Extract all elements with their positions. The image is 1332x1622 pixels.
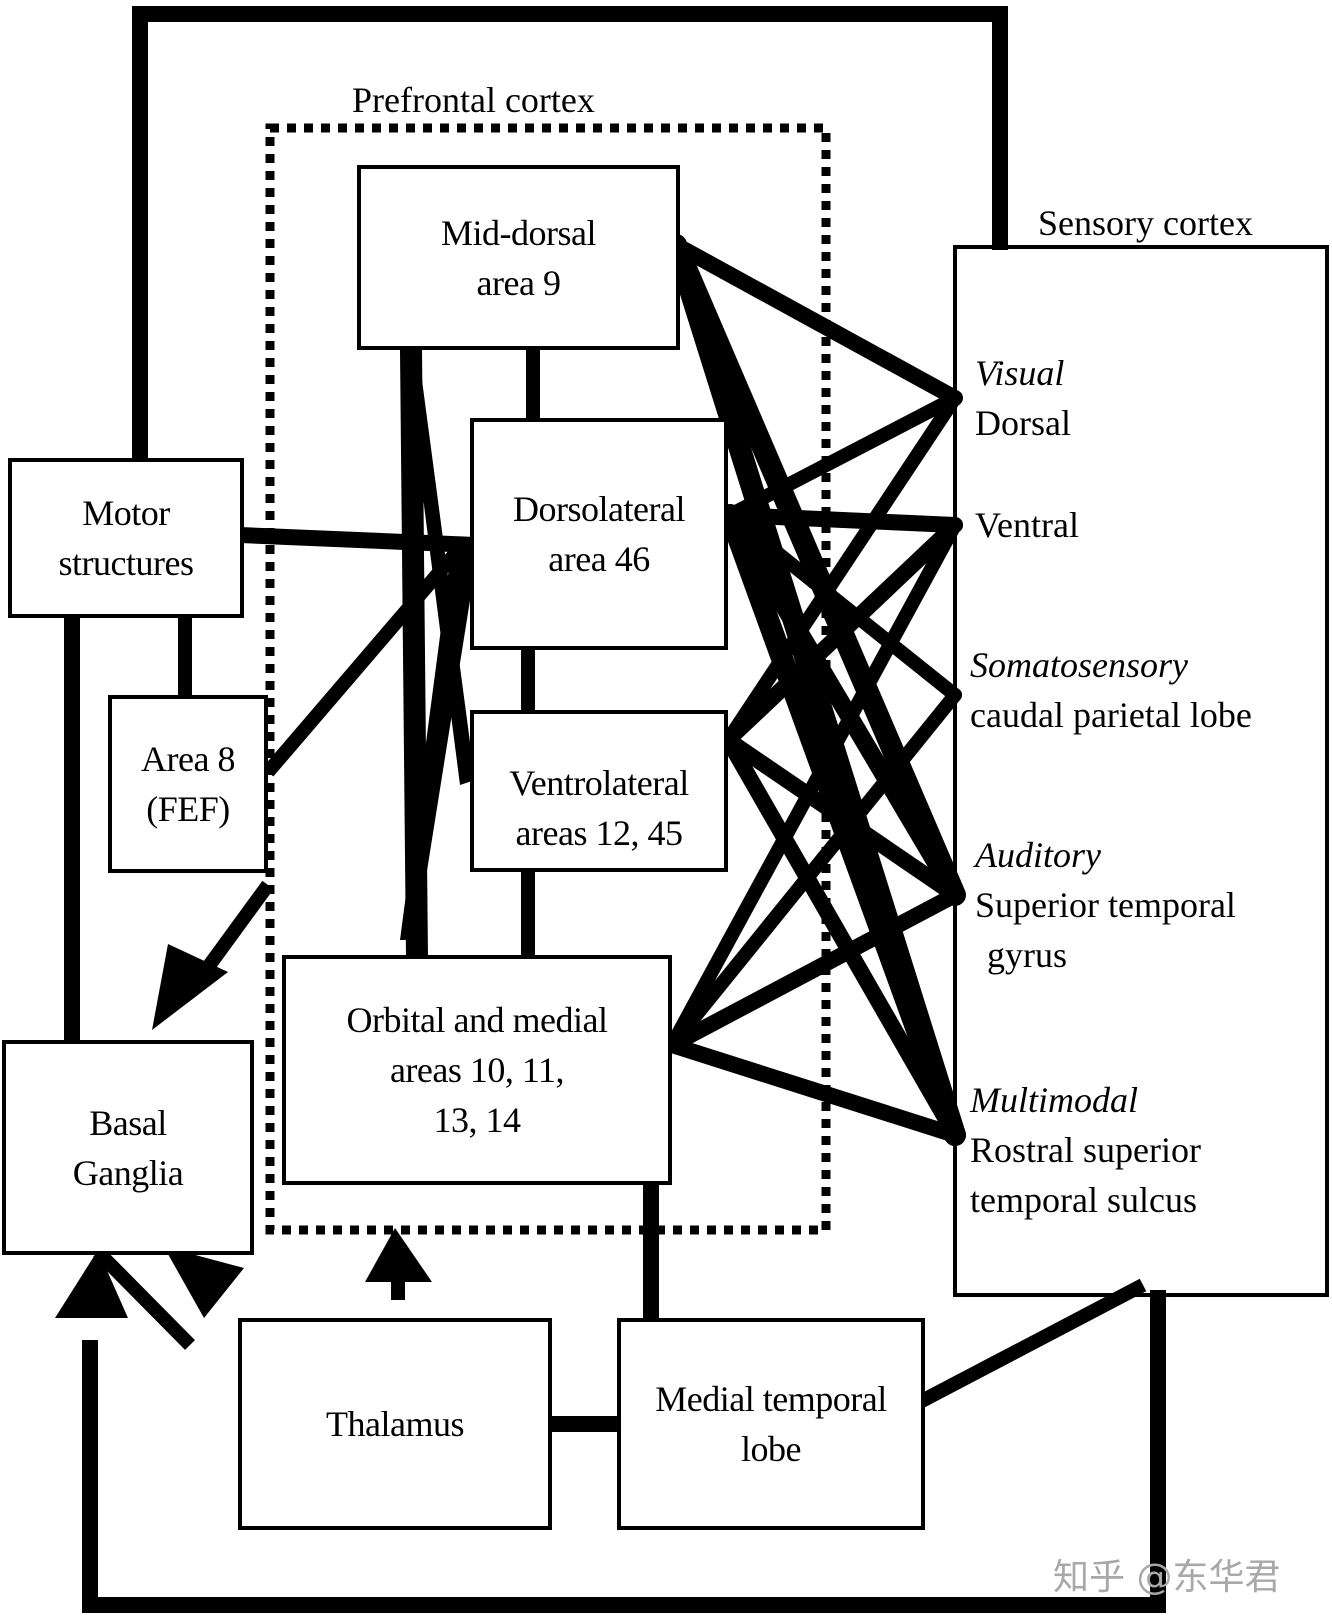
mid-dorsal-line-2: area 9 [476, 262, 561, 303]
connection-vl-dorsal [721, 391, 962, 747]
medial-temporal-sensory-line [914, 1278, 1147, 1410]
basal-thalamus-arrowhead-tip [166, 1220, 243, 1268]
multimodal-modality-label: Multimodal [970, 1080, 1138, 1120]
sensory-somatosensory: Somatosensory caudal parietal lobe [970, 640, 1252, 740]
connection-orb-multi [664, 1037, 963, 1143]
connection-orb-ventral [665, 518, 962, 1052]
sensory-cortex-label: Sensory cortex [1038, 203, 1253, 243]
sensory-multimodal: Multimodal Rostral superior temporal sul… [970, 1075, 1201, 1225]
connection-dl-dorsal [723, 391, 962, 522]
area8-fef-box: Area 8 (FEF) [108, 695, 268, 873]
sensory-auditory: Auditory Superior temporal gyrus [975, 830, 1236, 980]
medial-temporal-lobe-box: Medial temporal lobe [617, 1318, 925, 1530]
ventrolateral-line-1: Ventrolateral [509, 763, 689, 803]
motor-structures-box: Motor structures [8, 458, 244, 618]
prefrontal-cortex-label: Prefrontal cortex [352, 80, 595, 120]
superior-temporal-line-1: Superior temporal [975, 885, 1236, 925]
dorsolateral-orbital-wedge [400, 545, 478, 940]
connection-vl-ventral [720, 517, 963, 748]
orbital-line-1: Orbital and medial [346, 1000, 608, 1040]
mid-dorsal-area9-box: Mid-dorsal area 9 [357, 165, 680, 350]
basal-line-2: Ganglia [72, 1152, 184, 1193]
medial-temporal-line-2: lobe [741, 1429, 801, 1469]
superior-temporal-line-2: gyrus [987, 935, 1067, 975]
ventral-area-label: Ventral [975, 505, 1079, 545]
motor-line-2: structures [58, 543, 194, 583]
connection-orb-aud [664, 887, 963, 1053]
sensory-ventral: Ventral [975, 500, 1079, 550]
prefrontal-sensory-connections [664, 234, 966, 1146]
watermark-text: 知乎 @东华君 [1053, 1557, 1281, 1598]
orbital-medial-areas-box: Orbital and medial areas 10, 11, 13, 14 [282, 955, 672, 1185]
somatosensory-modality-label: Somatosensory [970, 645, 1188, 685]
medial-temporal-line-1: Medial temporal [655, 1379, 887, 1419]
orbital-line-2: areas 10, 11, [389, 1050, 565, 1090]
connection-vl-multi [720, 732, 963, 1143]
thalamus-label: Thalamus [326, 1404, 464, 1444]
connection-dl-ventral [722, 507, 963, 533]
dorsolateral-line-1: Dorsolateral [513, 489, 685, 529]
area8-dorsolateral-line [262, 543, 466, 777]
connection-mid-aud [665, 234, 966, 906]
connection-dl-aud [721, 506, 964, 904]
thalamus-box: Thalamus [238, 1318, 552, 1530]
basal-line-1: Basal [89, 1102, 167, 1143]
area8-line-1: Area 8 [141, 739, 235, 779]
ventrolateral-line-2: areas 12, 45 [515, 813, 683, 853]
motor-line-1: Motor [82, 493, 170, 533]
rostral-sts-line-1: Rostral superior [970, 1130, 1201, 1170]
rostral-sts-line-2: temporal sulcus [970, 1180, 1197, 1220]
thalamus-prefrontal-arrowhead [365, 1228, 432, 1282]
area8-line-2: (FEF) [146, 789, 230, 829]
connection-mid-dorsal [668, 237, 963, 406]
sensory-basal-loop-line [82, 1290, 1166, 1613]
motor-sensory-loop-line [132, 6, 1008, 460]
area8-basal-arrowhead [152, 944, 228, 1030]
basal-ganglia-up-arrowhead [55, 1250, 128, 1318]
caudal-parietal-label: caudal parietal lobe [970, 695, 1252, 735]
dorsal-area-label: Dorsal [975, 403, 1071, 443]
dorsolateral-area46-box: Dorsolateral area 46 [470, 418, 728, 650]
connection-orb-soma [665, 688, 962, 1052]
auditory-modality-label: Auditory [975, 835, 1101, 875]
basal-thalamus-arrow-line [93, 1247, 195, 1350]
sensory-cortex-box [953, 245, 1329, 1297]
sensory-visual-dorsal: Visual Dorsal [975, 348, 1071, 448]
basal-ganglia-box: Basal Ganglia [2, 1040, 254, 1255]
ventrolateral-areas-box: Ventrolateral areas 12, 45 [470, 710, 728, 872]
visual-modality-label: Visual [975, 353, 1065, 393]
connection-vl-aud [720, 732, 963, 903]
orbital-line-3: 13, 14 [433, 1100, 522, 1140]
connection-dl-soma [723, 508, 962, 702]
mid-dorsal-line-1: Mid-dorsal [441, 212, 596, 253]
dorsolateral-line-2: area 46 [548, 539, 650, 579]
